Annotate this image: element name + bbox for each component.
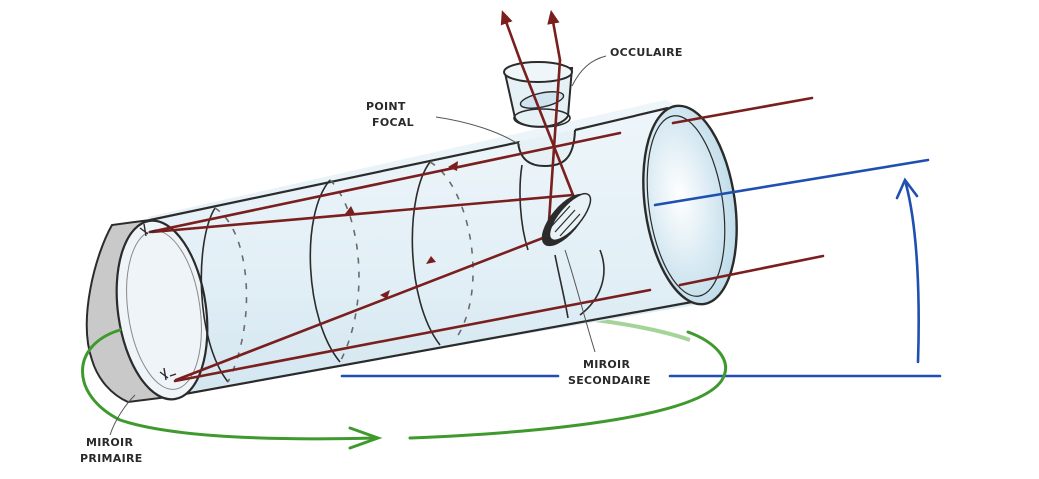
label-point-focal-line2: FOCAL (372, 116, 414, 129)
leader-oculaire (571, 55, 607, 87)
telescope-tube (148, 100, 722, 399)
ray-incoming-upper (671, 96, 814, 125)
optical-axis (340, 158, 942, 378)
elevation-arc (904, 182, 920, 364)
light-rays (148, 9, 825, 383)
rear-cap (85, 218, 209, 404)
ray-upper-to-primary (148, 131, 622, 234)
hoop-2-back (329, 179, 360, 363)
rotation-ellipse (81, 328, 727, 450)
front-opening-inner (646, 115, 726, 297)
optical-axis-line (653, 158, 930, 207)
ray-exit-right (547, 9, 562, 62)
leader-miroir-secondaire (564, 249, 596, 353)
front-opening-rim (642, 104, 738, 306)
ray-arrow-3 (380, 290, 390, 299)
leader-miroir-primaire (109, 394, 136, 436)
rotation-ellipse-front-right (408, 330, 727, 440)
front-opening (642, 104, 738, 306)
hoop-3-back (429, 161, 474, 341)
leader-point-focal (435, 116, 521, 146)
label-miroir-secondaire-line2: SECONDAIRE (568, 374, 651, 387)
hoop-1-back (214, 207, 248, 383)
primary-mirror-mark-bottom (159, 367, 177, 381)
ray-arrow-1 (448, 161, 458, 171)
ray-exit-left (500, 10, 522, 62)
eyepiece-collar (513, 108, 571, 128)
ray-secondary-to-eyepiece-2 (546, 58, 562, 238)
label-point-focal-line1: POINT (366, 100, 406, 113)
primary-mirror-mark-top (139, 223, 157, 237)
ray-lower-to-primary (173, 288, 652, 383)
label-miroir-primaire-line1: MIROIR (86, 436, 133, 449)
ray-arrow-4 (426, 256, 436, 264)
secondary-mirror-face (548, 192, 592, 242)
tube-outline-top-right (574, 106, 669, 132)
label-oculaire: OCCULAIRE (610, 46, 683, 59)
hoop-3 (411, 161, 441, 346)
tube-body (148, 100, 722, 395)
leader-lines (109, 55, 607, 436)
secondary-mount-line (519, 164, 569, 319)
hoop-4 (579, 249, 605, 316)
ray-direction-arrows (345, 161, 458, 299)
elevation-arc-head (895, 177, 919, 200)
ray-primary-upper-to-secondary (150, 193, 575, 234)
ray-primary-lower-to-secondary (174, 234, 550, 382)
label-miroir-primaire-line2: PRIMAIRE (80, 452, 143, 465)
ray-arrow-2 (345, 206, 355, 214)
secondary-mirror (541, 192, 592, 247)
primary-mirror (139, 223, 177, 381)
eyepiece-top (503, 61, 573, 83)
rotation-arrow-head (348, 426, 383, 450)
eyepiece-lens (519, 91, 565, 109)
ray-secondary-to-eyepiece-1 (518, 58, 575, 197)
tube-outline-top (149, 140, 521, 222)
secondary-mirror-hatch (549, 205, 581, 237)
label-miroir-secondaire-line1: MIROIR (583, 358, 630, 371)
ray-incoming-lower (678, 254, 825, 287)
tube-outline-bottom (167, 300, 693, 399)
rotation-ellipse-front-left (81, 328, 377, 441)
